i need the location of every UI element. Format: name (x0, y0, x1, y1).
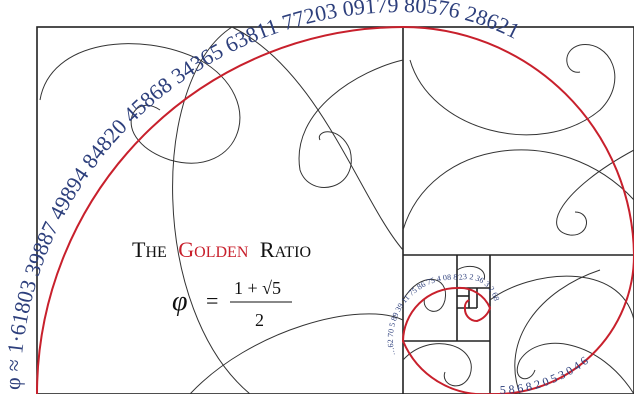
spiral-digits: φ ≈ 1·61803 39887 49894 84820 45868 3436… (0, 0, 524, 390)
upper-right-loop (409, 44, 616, 136)
large-arc-right (298, 59, 404, 188)
lower-right-curve-3 (516, 342, 634, 394)
tail-spiral-digits: 5 8 6 8 2 0 5 3 0 4 6 (500, 354, 591, 394)
upper-right-loop-2 (556, 149, 634, 236)
small-curve-1 (402, 278, 446, 312)
phi-formula: φ = 1 + √5 2 (172, 278, 292, 330)
small-curve-3 (456, 265, 486, 281)
large-lens (172, 26, 251, 394)
title-word-the: THE (132, 237, 167, 262)
page-title: THE GOLDEN RATIO (132, 237, 311, 262)
upper-right-arc (402, 149, 634, 231)
outer-golden-rectangle (36, 26, 634, 394)
large-loop-left (39, 43, 241, 164)
equals-sign: = (206, 288, 218, 313)
fibonacci-rectangles (36, 26, 634, 394)
lower-right-curve-1 (489, 275, 634, 321)
large-lower-arc (189, 313, 404, 394)
title-word-ratio: RATIO (260, 237, 311, 262)
formula-numerator: 1 + √5 (234, 278, 281, 298)
golden-spiral (36, 25, 634, 394)
formula-denominator: 2 (255, 310, 264, 330)
small-curve-2 (402, 343, 472, 387)
title-word-golden: GOLDEN (178, 237, 249, 262)
decorative-curves (39, 26, 634, 394)
lower-right-curve-2 (514, 269, 601, 394)
phi-symbol: φ (172, 286, 188, 317)
large-lens-2 (231, 26, 404, 251)
